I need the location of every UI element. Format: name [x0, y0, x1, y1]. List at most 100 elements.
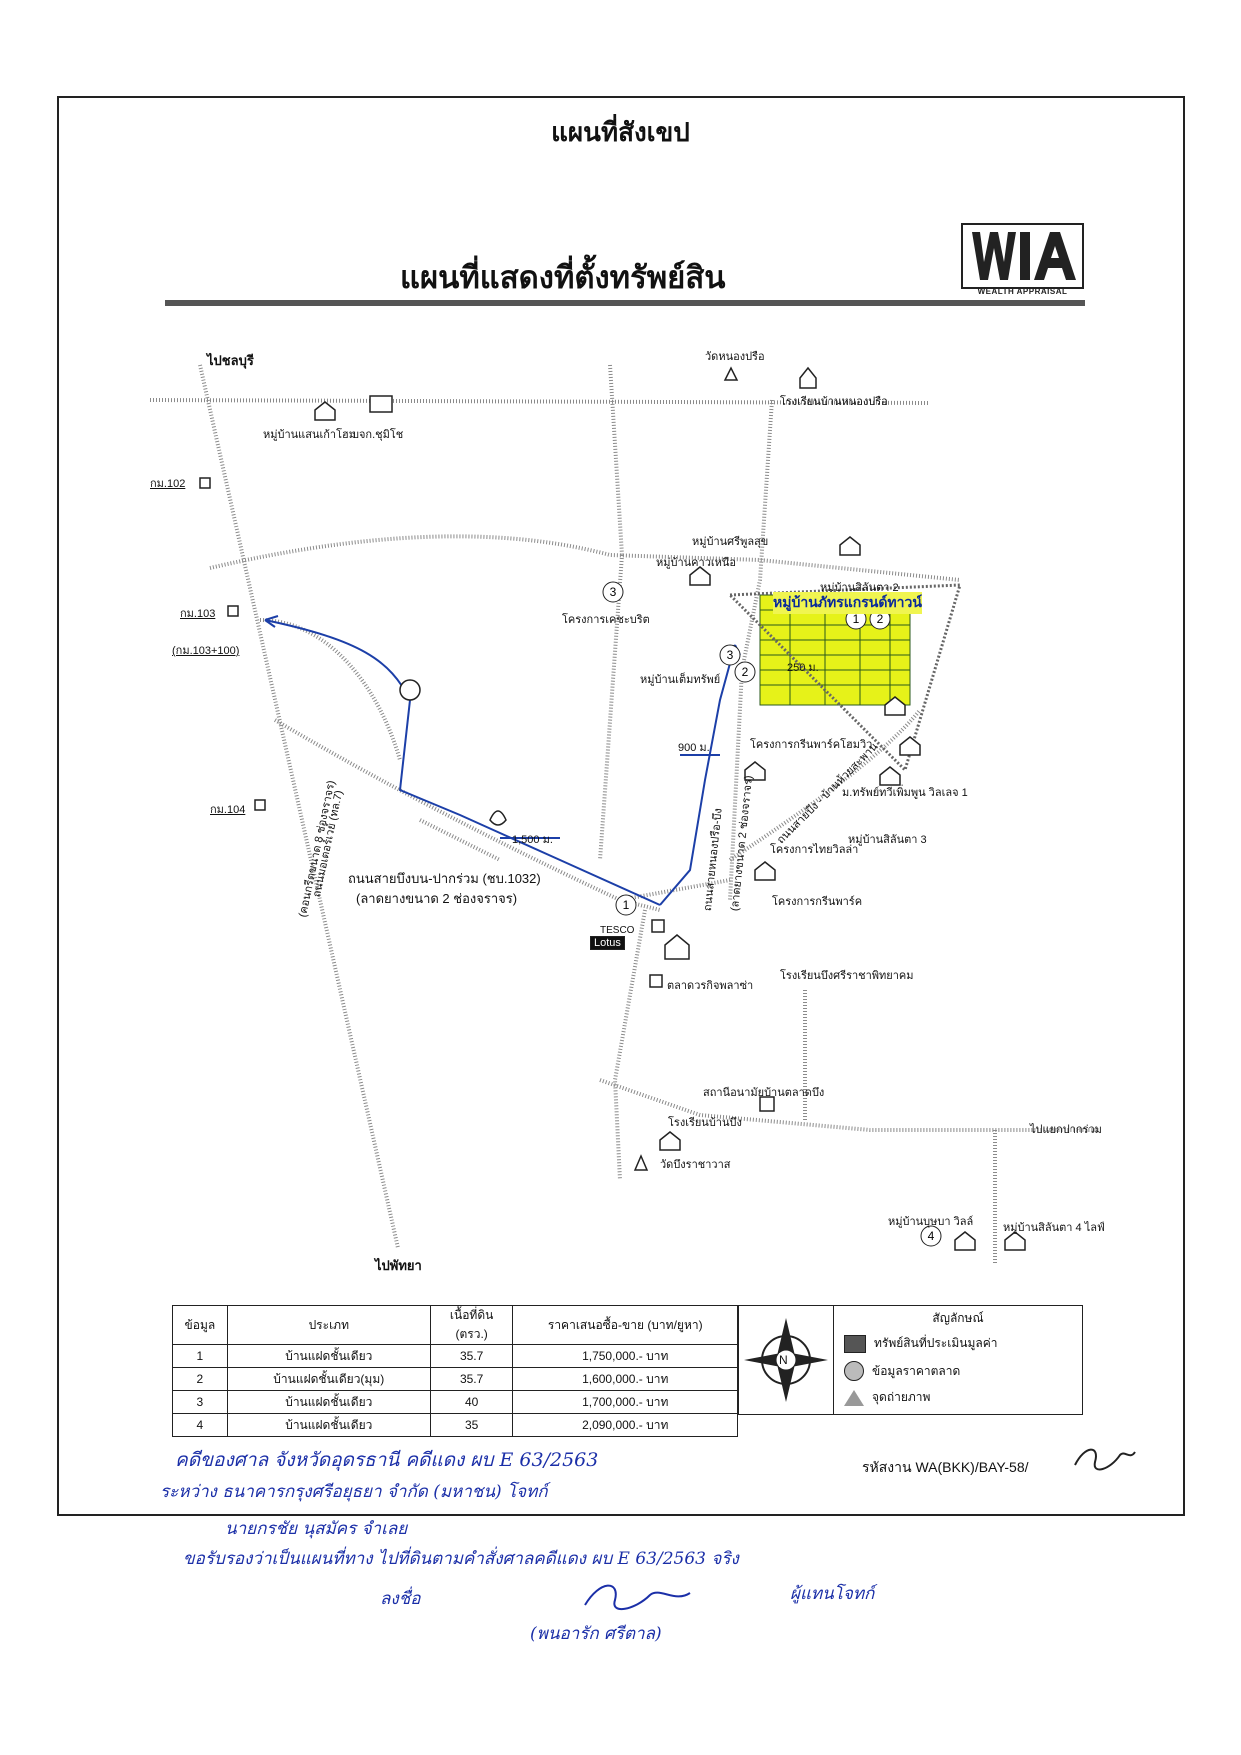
house-icon-silanta2: [839, 536, 861, 556]
handwriting-line-4: ขอรับรองว่าเป็นแผนที่ทาง ไปที่ดินตามคำสั…: [183, 1549, 739, 1569]
label-school-nongprue: โรงเรียนบ้านหนองปรือ: [780, 396, 888, 408]
label-wat-bung: วัดบึงราชาวาส: [660, 1159, 731, 1171]
symbol-label: จุดถ่ายภาพ: [872, 1390, 931, 1404]
svg-text:1: 1: [623, 898, 630, 912]
seven-eleven-icon-2: [649, 974, 663, 988]
shell-station-icon: [399, 679, 421, 701]
handwriting-line-5: ลงชื่อ: [380, 1589, 421, 1609]
symbol-row-market: ข้อมูลราคาตลาด: [844, 1361, 960, 1381]
table-cell: บ้านแฝดชั้นเดียว: [226, 1390, 431, 1414]
table-cell: 40: [429, 1390, 514, 1414]
km-post-102-icon: [199, 477, 211, 489]
table-row: 4 บ้านแฝดชั้นเดียว 35 2,090,000.- บาท: [172, 1413, 738, 1437]
label-village-temsub: หมู่บ้านเต็มทรัพย์: [640, 674, 721, 686]
north-label: N: [779, 1353, 788, 1367]
table-cell: 2: [172, 1367, 228, 1391]
upper-curve-road: [209, 534, 961, 582]
table-row: 2 บ้านแฝดชั้นเดียว(มุม) 35.7 1,600,000.-…: [172, 1367, 738, 1391]
label-lotus: Lotus: [590, 936, 625, 950]
symbol-label: ข้อมูลราคาตลาด: [872, 1363, 961, 1378]
svg-text:2: 2: [742, 665, 749, 679]
km-post-103-icon: [227, 605, 239, 617]
table-cell: 2,090,000.- บาท: [512, 1413, 738, 1437]
table-cell: 1: [172, 1344, 228, 1368]
photo-marker-3: [719, 644, 741, 666]
route-line: [264, 615, 741, 906]
house-icon-pupha: [954, 1231, 976, 1251]
house-icon-thaivilla: [744, 761, 766, 781]
label-village-khawnuea: หมู่บ้านคาวเหนือ: [656, 557, 737, 569]
symbol-label: ทรัพย์สินที่ประเมินมูลค่า: [874, 1336, 998, 1350]
market-data-table: ข้อมูล ประเภท เนื้อที่ดิน (ตรว.) ราคาเสน…: [172, 1305, 738, 1437]
symbol-legend: สัญลักษณ์ ทรัพย์สินที่ประเมินมูลค่า ข้อม…: [833, 1305, 1083, 1415]
table-cell: บ้านแฝดชั้นเดียว: [226, 1344, 431, 1368]
photo-marker-1: [615, 894, 637, 916]
logo-text: WEALTH APPRAISAL: [977, 287, 1068, 296]
label-km103: กม.103: [180, 608, 216, 620]
marker-4: [920, 1225, 942, 1247]
label-village-silanta3: หมู่บ้านสิลันตา 3: [848, 834, 927, 846]
table-cell: 4: [172, 1413, 228, 1437]
label-school-banbung: โรงเรียนบ้านบึง: [668, 1117, 742, 1129]
photo-point-icon: [844, 1389, 864, 1406]
label-project-thaivilla: โครงการไทยวิลล่า: [770, 844, 859, 856]
title-rule: [165, 300, 1085, 306]
label-distance-250: 250 ม.: [787, 662, 819, 674]
symbol-legend-title: สัญลักษณ์: [932, 1311, 984, 1325]
handwriting-line-6: ผู้แทนโจทก์: [790, 1584, 875, 1604]
table-cell: 35: [429, 1413, 514, 1437]
label-village-sabtawee: ม.ทรัพย์ทวีเพิ่มพูน วิลเลจ 1: [842, 787, 968, 799]
school-icon-banbung: [659, 1131, 681, 1151]
wealth-appraisal-logo: [961, 223, 1084, 289]
svg-text:3: 3: [727, 648, 734, 662]
table-header: ประเภท: [226, 1305, 431, 1345]
table-header: เนื้อที่ดิน (ตรว.): [429, 1305, 514, 1345]
market-data-circle-icon: [844, 1361, 864, 1381]
symbol-row-photo: จุดถ่ายภาพ: [844, 1388, 930, 1407]
initials-icon: [1074, 1448, 1136, 1471]
label-village-pupha: หมู่บ้านบุษบา วิลล์: [888, 1216, 974, 1228]
subject-property-swatch-icon: [844, 1334, 866, 1353]
label-to-chonburi: ไปชลบุรี: [207, 353, 254, 368]
table-header: ราคาเสนอซื้อ-ขาย (บาท/ยูหา): [512, 1305, 738, 1345]
label-village-silanta4: หมู่บ้านสิลันตา 4 ไลฟ์: [1003, 1222, 1105, 1234]
label-to-pakruam: ไปแยกปากร่วม: [1030, 1124, 1102, 1136]
svg-text:3: 3: [610, 585, 617, 599]
label-village-highlight: หมู่บ้านภัทรแกรนด์ทาวน์: [773, 592, 922, 614]
signature-icon: [584, 1584, 691, 1610]
label-to-pattaya: ไปพัทยา: [375, 1258, 422, 1273]
document-frame: [57, 96, 1185, 1516]
label-km104: กม.104: [210, 804, 246, 816]
table-cell: 35.7: [429, 1367, 514, 1391]
table-row: 3 บ้านแฝดชั้นเดียว 40 1,700,000.- บาท: [172, 1390, 738, 1414]
table-cell: 1,600,000.- บาท: [512, 1367, 738, 1391]
label-school-bungsri: โรงเรียนบึงศรีราชาพิทยาคม: [780, 970, 914, 982]
handwriting-line-7: (พนอารัก ศรีตาล): [530, 1624, 662, 1644]
handwriting-line-3: นายกรชัย นุสมัคร จำเลย: [225, 1519, 408, 1539]
house-icon-greenpark: [754, 861, 776, 881]
table-cell: 35.7: [429, 1344, 514, 1368]
label-health-station: สถานีอนามัยบ้านตลาดบึง: [703, 1087, 825, 1099]
table-cell: บ้านแฝดชั้นเดียว(มุม): [226, 1367, 431, 1391]
label-km103-100: (กม.103+100): [172, 645, 240, 657]
ptt-station-icon: [489, 810, 507, 826]
table-header: ข้อมูล: [172, 1305, 228, 1345]
handwriting-line-2: ระหว่าง ธนาคารกรุงศรีอยุธยา จำกัด (มหาชน…: [160, 1482, 548, 1502]
top-road: [149, 398, 931, 405]
label-tesco: TESCO: [600, 925, 635, 936]
house-icon-saenkaohom: [314, 401, 336, 421]
label-road-main: ถนนสายบึงบน-ปากร่วม (ชบ.1032): [348, 871, 541, 886]
label-road-main-sub: (ลาดยางขนาด 2 ช่องจราจร): [356, 891, 518, 906]
svg-text:1: 1: [853, 612, 860, 626]
house-icon-sabtawee: [899, 736, 921, 756]
symbol-row-subject: ทรัพย์สินที่ประเมินมูลค่า: [844, 1334, 998, 1353]
table-cell: บ้านแฝดชั้นเดียว: [226, 1413, 431, 1437]
label-project-greenpark: โครงการกรีนพาร์ค: [772, 896, 863, 908]
nongprue-road: [728, 399, 774, 901]
house-icon-temsub: [689, 566, 711, 586]
table-cell: 1,700,000.- บาท: [512, 1390, 738, 1414]
table-cell: 1,750,000.- บาท: [512, 1344, 738, 1368]
label-village-sriphunsuk: หมู่บ้านศรีพูลสุข: [692, 536, 769, 548]
factory-icon: [369, 395, 393, 413]
house-icon-silanta4: [1004, 1231, 1026, 1251]
